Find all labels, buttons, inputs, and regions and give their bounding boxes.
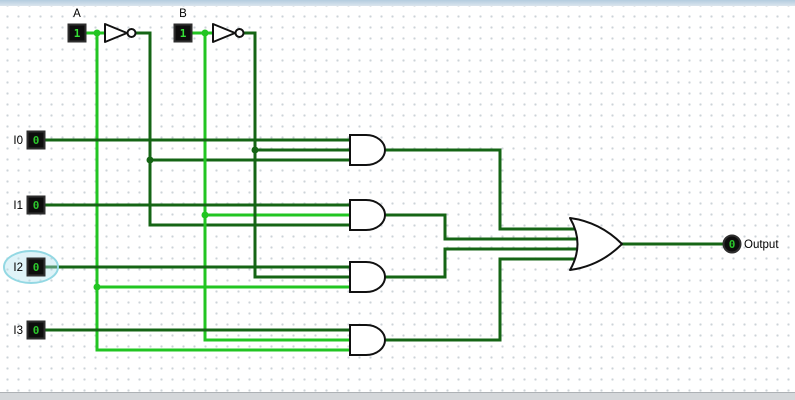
wire-junction: [251, 146, 259, 154]
toolbar-edge: [0, 0, 795, 6]
and-gate-i0[interactable]: [349, 134, 386, 166]
horizontal-scrollbar[interactable]: [0, 392, 795, 400]
not-gate-a[interactable]: [104, 23, 128, 43]
circuit-canvas[interactable]: [0, 6, 795, 392]
and-gate-i1[interactable]: [349, 199, 386, 231]
and-gate-i3[interactable]: [349, 324, 386, 356]
input-pin-i1[interactable]: [26, 195, 46, 215]
input-pin-i0-label: I0: [13, 135, 23, 147]
input-pin-i2-label: I2: [13, 262, 23, 274]
input-pin-b-label: B: [179, 8, 187, 20]
input-pin-i1-value: 0: [33, 199, 40, 212]
output-pin[interactable]: [722, 234, 742, 254]
input-pin-a-label: A: [73, 8, 81, 20]
wire-and1-to-or: [383, 148, 580, 231]
input-pin-i2[interactable]: [26, 257, 46, 277]
input-pin-i1-label: I1: [13, 200, 23, 212]
input-pin-a[interactable]: [67, 23, 87, 43]
wire-and4-to-or: [383, 257, 580, 342]
not-gate-b-bubble-icon: [234, 28, 245, 38]
input-pin-i3-label: I3: [13, 325, 23, 337]
wire-a-branch: [95, 31, 352, 352]
input-pin-i3-value: 0: [33, 324, 40, 337]
wire-and3-to-or: [383, 247, 580, 279]
input-pin-b[interactable]: [173, 23, 193, 43]
input-pin-i3[interactable]: [26, 320, 46, 340]
wire-notb-out: [241, 31, 352, 279]
input-pin-i0[interactable]: [26, 130, 46, 150]
wire-junction: [93, 29, 101, 37]
input-pin-b-value: 1: [180, 27, 187, 40]
or-gate[interactable]: [569, 217, 623, 271]
output-pin-value: 0: [729, 238, 736, 251]
output-pin-label: Output: [744, 239, 779, 251]
input-pin-i0-value: 0: [33, 134, 40, 147]
not-gate-a-bubble-icon: [126, 28, 137, 38]
wire-junction: [93, 283, 101, 291]
wire-nota-out: [133, 31, 352, 227]
and-gate-i2[interactable]: [349, 261, 386, 293]
wire-junction: [201, 211, 209, 219]
input-pin-a-value: 1: [74, 27, 81, 40]
wire-and2-to-or: [383, 213, 580, 241]
wire-junction: [201, 29, 209, 37]
not-gate-b[interactable]: [212, 23, 236, 43]
wire-b-branch: [203, 31, 352, 342]
input-pin-i2-value: 0: [33, 261, 40, 274]
wire-junction: [146, 156, 154, 164]
